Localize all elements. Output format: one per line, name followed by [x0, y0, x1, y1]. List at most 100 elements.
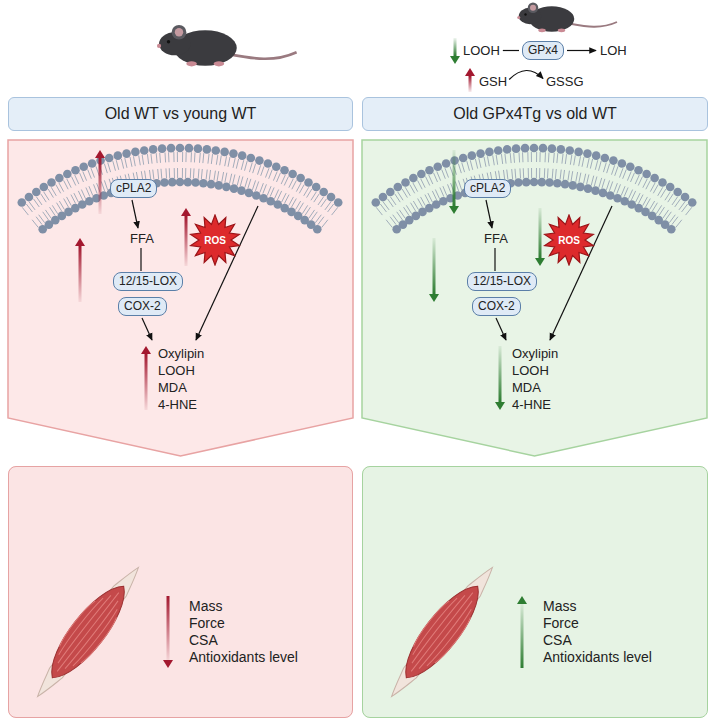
lipid-tail	[579, 156, 581, 166]
lipid-head	[25, 193, 34, 202]
node-text: Force	[543, 615, 707, 632]
node-text: Antioxidants level	[543, 649, 707, 666]
lipid-head	[512, 144, 521, 153]
lipid-tail	[434, 173, 438, 182]
lipid-head	[658, 178, 667, 187]
node-text: COX-2	[124, 299, 161, 314]
lipid-tail	[556, 153, 558, 163]
lipid-tail	[185, 152, 186, 162]
lipid-tail	[174, 168, 175, 178]
lipid-head	[55, 174, 64, 183]
lipid-tail	[94, 184, 98, 193]
metabolite-label: GSSG	[546, 74, 584, 89]
lipid-tail	[443, 186, 447, 195]
lipid-tail	[39, 215, 45, 223]
lipid-tail	[32, 220, 38, 228]
lipid-tail	[269, 169, 273, 178]
trend-arrow-head	[429, 294, 439, 302]
lipid-tail	[602, 179, 605, 189]
lipid-tail	[201, 169, 203, 179]
lipid-tail	[182, 168, 183, 178]
lipid-tail	[432, 191, 436, 200]
trend-arrow-head	[141, 346, 151, 354]
lipid-tail	[624, 187, 628, 196]
lipid-head	[537, 178, 546, 187]
node-text: Old WT vs young WT	[105, 105, 257, 123]
node-text: 12/15-LOX	[473, 274, 531, 289]
product-label: LOOH	[158, 363, 195, 378]
mouse-foot	[186, 61, 197, 66]
lipid-tail	[628, 190, 632, 199]
lipid-head	[494, 146, 503, 155]
lipid-head	[539, 144, 548, 153]
lipid-tail	[252, 180, 255, 189]
lipid-tail	[390, 197, 396, 205]
lipid-tail	[314, 194, 320, 202]
muscle-tendon	[31, 562, 145, 701]
lipid-tail	[659, 207, 665, 215]
lipid-tail	[292, 180, 297, 189]
lipid-tail	[606, 180, 609, 189]
lipid-head	[160, 178, 169, 187]
lipid-tail	[240, 177, 243, 187]
node-text: COX-2	[478, 299, 515, 314]
enzyme-box: cPLA2	[110, 179, 157, 198]
outcome-panel-fill	[362, 466, 707, 718]
lipid-tail	[164, 152, 166, 162]
lipid-head	[409, 174, 418, 183]
lipid-head	[264, 159, 273, 168]
lipid-tail	[536, 168, 537, 178]
lipid-tail	[458, 180, 461, 189]
lipid-head	[255, 156, 264, 165]
lipid-head	[650, 174, 659, 183]
trend-arrow-shaft	[499, 346, 502, 402]
lipid-head	[584, 184, 593, 193]
lipid-tail	[101, 181, 104, 190]
lipid-head	[561, 180, 570, 189]
product-label: FFA	[130, 231, 154, 246]
trend-arrow-shaft	[185, 216, 188, 266]
mouse-ear	[528, 3, 539, 14]
lipid-tail	[563, 170, 564, 180]
lipid-tail	[291, 199, 296, 208]
lipid-tail	[253, 164, 256, 174]
lipid-tail	[177, 152, 178, 162]
lipid-tail	[233, 174, 235, 184]
lipid-head	[468, 151, 477, 160]
lipid-tail	[214, 171, 215, 181]
enzyme-box: COX-2	[472, 297, 521, 316]
product-label: MDA	[158, 380, 187, 395]
lipid-tail	[475, 159, 477, 169]
lipid-tail	[133, 156, 135, 166]
lipid-tail	[599, 161, 602, 171]
lipid-tail	[321, 199, 327, 207]
muscle-fiber	[57, 595, 111, 663]
lipid-tail	[672, 217, 678, 225]
lipid-tail	[277, 173, 281, 182]
muscle-tendon	[385, 562, 499, 701]
lipid-head	[220, 148, 229, 157]
lipid-tail	[545, 152, 546, 162]
lipid-head	[237, 186, 246, 195]
lipid-head	[63, 170, 72, 179]
lipid-tail	[442, 169, 446, 178]
lipid-head	[17, 198, 26, 207]
node-text: CSA	[543, 632, 707, 649]
lipid-tail	[311, 212, 317, 220]
lipid-tail	[686, 207, 692, 215]
lipid-tail	[160, 169, 162, 179]
outcome-box: MassForceCSAAntioxidants level	[8, 466, 353, 718]
lipid-tail	[168, 152, 169, 162]
node-text: Mass	[543, 598, 707, 615]
lipid-tail	[518, 152, 520, 162]
lipid-tail	[121, 159, 123, 169]
lipid-tail	[88, 169, 92, 178]
node-text: Antioxidants level	[189, 649, 352, 666]
muscle-fiber	[65, 601, 119, 669]
lipid-head	[71, 166, 80, 175]
lipid-head	[642, 170, 651, 179]
lipid-head	[476, 149, 485, 158]
lipid-tail	[571, 171, 573, 181]
lipid-head	[626, 162, 635, 171]
outcome-panel-fill	[8, 466, 353, 718]
